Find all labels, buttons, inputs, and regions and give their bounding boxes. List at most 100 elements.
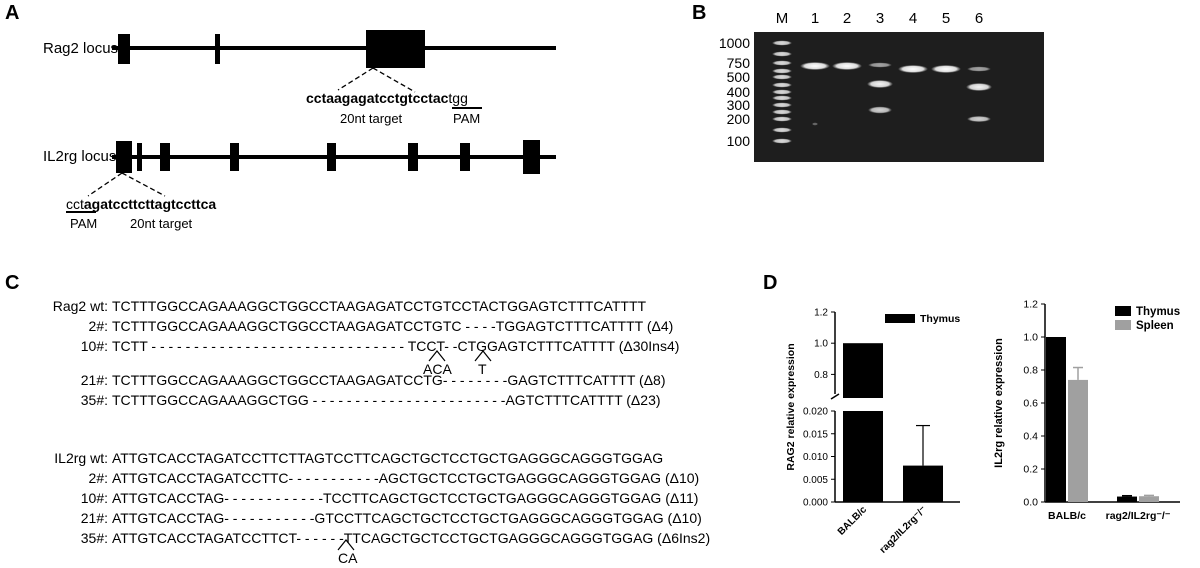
rag2-row-sequence: TCTT - - - - - - - - - - - - - - - - - -…	[112, 338, 680, 354]
rag2-row-sequence: TCTTTGGCCAGAAAGGCTGGCCTAAGAGATCCTG- - - …	[112, 372, 666, 388]
panel-b-label: B	[692, 2, 707, 24]
il2rg-target-connector-right	[121, 172, 166, 197]
rag2-exon-3	[366, 30, 425, 68]
gel-lane-label: 4	[909, 10, 917, 27]
il2rg-exon-1	[116, 141, 132, 173]
il2rg-target-connector-left	[87, 172, 123, 197]
il2rg-bar	[1046, 337, 1066, 502]
il2rg-y-tick-label: 0.4	[1023, 431, 1038, 443]
rag2-target-connector-right	[372, 67, 416, 93]
gel-ladder-size-label: 400	[727, 84, 751, 100]
rag2-legend-swatch	[885, 314, 915, 323]
gel-band	[772, 109, 792, 115]
rag2-y-tick-label: 0.8	[814, 370, 828, 381]
gel-ladder-size-label: 1000	[719, 35, 750, 51]
rag2-insert-t: T	[478, 361, 487, 377]
il2rg-category-label: BALB/c	[1048, 510, 1086, 522]
il2rg-legend-swatch	[1115, 320, 1131, 330]
gel-band	[772, 116, 792, 122]
rag2-category-label: BALB/c	[836, 504, 870, 538]
il2rg-row: IL2rg wt:ATTGTCACCTAGATCCTTCTTAGTCCTTCAG…	[20, 448, 663, 468]
rag2-row: 35#:TCTTTGGCCAGAAAGGCTGG - - - - - - - -…	[20, 390, 661, 410]
rag2-exon-2	[215, 34, 220, 64]
rag2-y-tick-label: 0.020	[803, 407, 828, 418]
rag2-row: 2#:TCTTTGGCCAGAAAGGCTGGCCTAAGAGATCCTGTC …	[20, 316, 674, 336]
il2rg-row: 10#:ATTGTCACCTAG- - - - - - - - - - - -T…	[20, 488, 699, 508]
panel-a-label: A	[5, 2, 20, 24]
gel-lane-label: M	[776, 10, 789, 27]
gel-band	[967, 116, 991, 122]
il2rg-row-name: IL2rg wt:	[54, 450, 108, 466]
rag2-row-sequence: TCTTTGGCCAGAAAGGCTGG - - - - - - - - - -…	[112, 392, 661, 408]
il2rg-target-sequence: cctagatccttcttagtccttca	[66, 196, 216, 212]
gel-band	[867, 80, 893, 88]
il2rg-exon-2	[137, 143, 142, 171]
rag2-y-tick-label: 0.010	[803, 452, 828, 463]
gel-lane-label: 1	[811, 10, 819, 27]
il2rg-y-tick-label: 1.2	[1023, 299, 1038, 311]
rag2-y-tick-label: 0.015	[803, 429, 828, 440]
gel-ladder-size-label: 300	[727, 97, 751, 113]
il2rg-row: 35#:ATTGTCACCTAGATCCTTCT- - - - - -TTCAG…	[20, 528, 710, 548]
gel-band	[772, 60, 792, 66]
rag2-row: 21#:TCTTTGGCCAGAAAGGCTGGCCTAAGAGATCCTG- …	[20, 370, 666, 390]
gel-band	[868, 62, 892, 68]
rag2-row: 10#:TCTT - - - - - - - - - - - - - - - -…	[20, 336, 680, 356]
il2rg-target-bold: agatccttcttagtccttca	[83, 196, 217, 212]
il2rg-row: 2#:ATTGTCACCTAGATCCTTC- - - - - - - - - …	[20, 468, 700, 488]
rag2-axis-break-mark	[830, 393, 840, 400]
rag2-pam-seq: tgg	[448, 90, 468, 106]
il2rg-bar	[1117, 496, 1137, 502]
gel-band	[931, 65, 961, 73]
il2rg-exon-6	[408, 143, 418, 171]
il2rg-legend-swatch	[1115, 306, 1131, 316]
gel-lane-label: 2	[843, 10, 851, 27]
il2rg-exon-7	[460, 143, 470, 171]
il2rg-target-label: 20nt target	[130, 216, 193, 231]
gel-ladder-size-label: 100	[727, 133, 751, 149]
il2rg-y-tick-label: 0.8	[1023, 365, 1038, 377]
rag2-target-label: 20nt target	[340, 111, 403, 126]
il2rg-row-name: 35#:	[80, 530, 108, 546]
gel-band	[772, 68, 792, 74]
il2rg-row-sequence: ATTGTCACCTAGATCCTTCT- - - - - -TTCAGCTGC…	[112, 530, 711, 546]
panel-c-label: C	[5, 272, 20, 294]
gel-ladder-size-label: 750	[727, 55, 751, 71]
gel-band	[832, 62, 862, 70]
rag2-y-axis-title: RAG2 relative expression	[785, 343, 797, 470]
rag2-caret-aca	[428, 350, 446, 362]
il2rg-exon-4	[230, 143, 239, 171]
rag2-locus-diagram	[66, 30, 556, 213]
gel-band	[800, 62, 830, 70]
il2rg-category-label: rag2/IL2rg⁻/⁻	[1106, 510, 1171, 522]
gel-background	[754, 32, 1044, 162]
il2rg-pam-label: PAM	[70, 216, 98, 231]
rag2-category-label: rag2/IL2rg⁻/⁻	[878, 504, 929, 555]
panel-d-label: D	[763, 272, 778, 294]
rag2-row: Rag2 wt:TCTTTGGCCAGAAAGGCTGGCCTAAGAGATCC…	[20, 296, 646, 316]
rag2-row-name: 35#:	[80, 392, 108, 408]
rag2-y-tick-label: 1.2	[814, 308, 828, 319]
rag2-y-tick-label: 0.000	[803, 498, 828, 509]
gel-band	[967, 66, 991, 72]
rag2-bar-lower	[843, 411, 883, 502]
il2rg-y-tick-label: 1.0	[1023, 332, 1038, 344]
gel-lane-label: 3	[876, 10, 884, 27]
rag2-legend-label: Thymus	[920, 313, 960, 325]
il2rg-caret-ca	[337, 539, 355, 551]
il2rg-exon-3	[160, 143, 170, 171]
rag2-row-name: 10#:	[80, 338, 108, 354]
gel-band	[772, 40, 792, 46]
gel-band	[772, 51, 792, 57]
rag2-locus-label: Rag2 locus	[43, 40, 119, 57]
rag2-target-connector-left	[337, 67, 374, 91]
gel-band	[772, 82, 792, 88]
il2rg-row: 21#:ATTGTCACCTAG- - - - - - - - - - -GTC…	[20, 508, 702, 528]
il2rg-row-name: 21#:	[80, 510, 108, 526]
il2rg-exon-5	[327, 143, 336, 171]
rag2-y-tick-label: 0.005	[803, 475, 828, 486]
rag2-target-bold: cctaagagatcctgtcctac	[306, 90, 449, 106]
